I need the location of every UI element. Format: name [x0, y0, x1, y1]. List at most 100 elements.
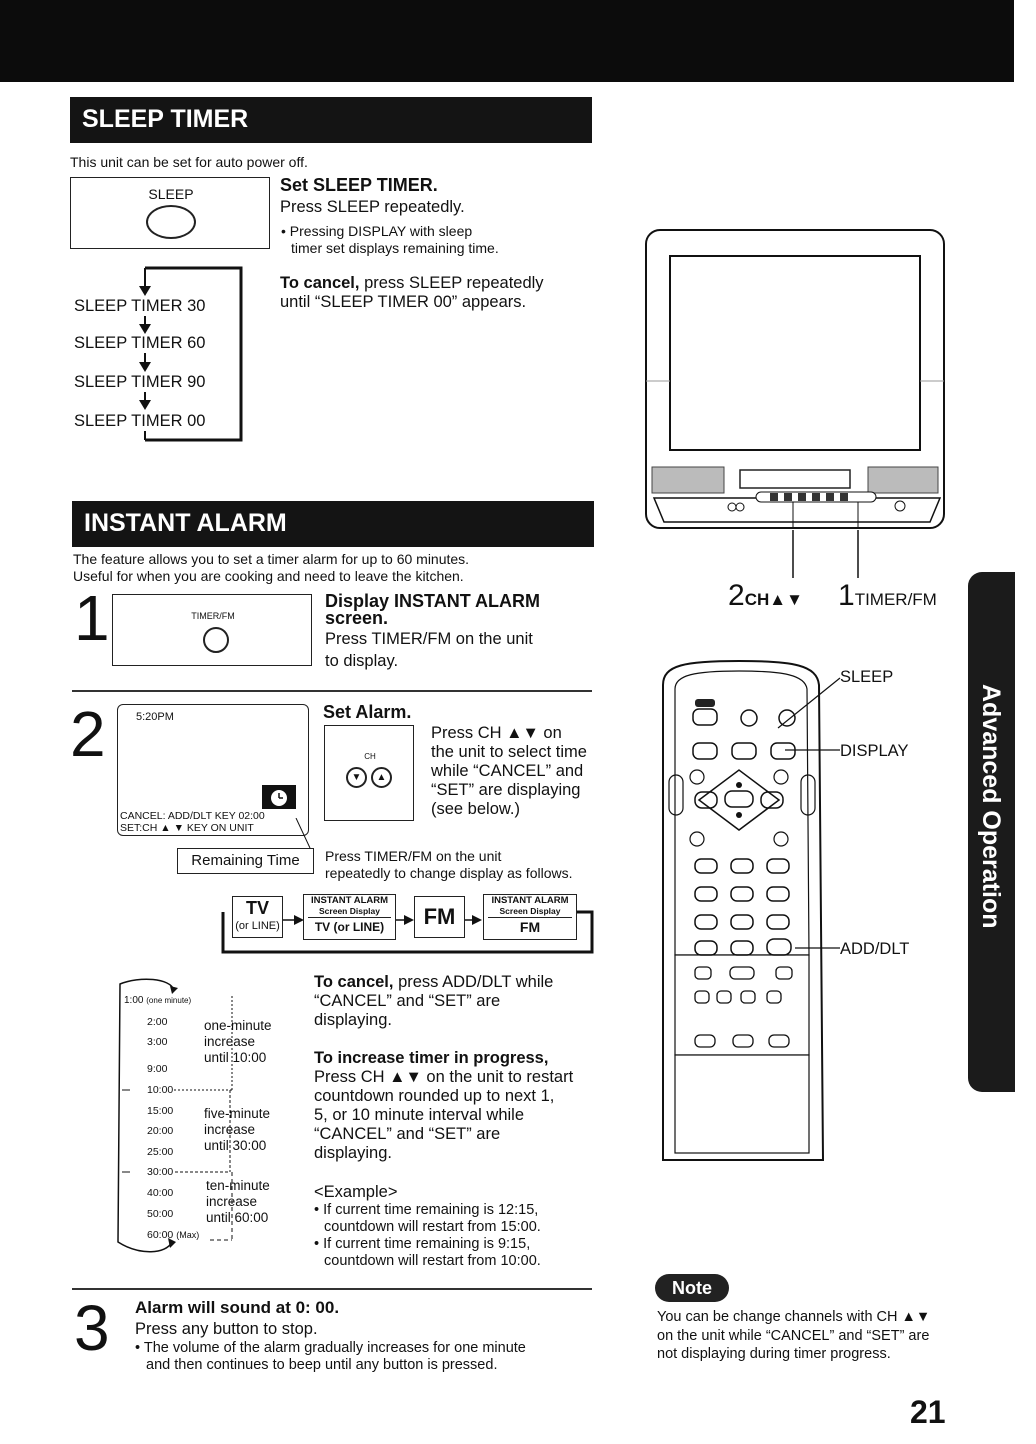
tv-label-ch-text: CH▲▼: [744, 590, 803, 609]
sleep-button[interactable]: [146, 205, 196, 239]
tv-label-timer: 1TIMER/FM: [838, 579, 937, 613]
tv-label-timer-text: TIMER/FM: [854, 590, 937, 609]
step-1-text-2: to display.: [325, 652, 399, 670]
note-line-2: on the unit while “CANCEL” and “SET” are: [657, 1327, 930, 1344]
step-1-number: 1: [74, 582, 110, 654]
tv-callout-lines: [792, 530, 859, 578]
time-60-00: 60:00 (Max): [147, 1229, 199, 1241]
alarm-cancel-bold: To cancel,: [314, 973, 394, 991]
step-3-title: Alarm will sound at 0: 00.: [135, 1298, 340, 1317]
divider-step-2: [72, 690, 592, 692]
sleep-bullet-2: timer set displays remaining time.: [291, 240, 499, 256]
increase-line-5: displaying.: [314, 1144, 392, 1162]
flow-ia-tv-1: INSTANT ALARM: [310, 895, 389, 906]
time-40-00: 40:00: [147, 1187, 174, 1199]
ch-button-panel: CH ▼ ▲: [324, 725, 414, 821]
sleep-cycle-90: SLEEP TIMER 90: [74, 373, 206, 392]
example-line-1: • If current time remaining is 12:15,: [314, 1202, 539, 1218]
step-1-title-1: Display INSTANT ALARM: [325, 591, 541, 611]
remote-control-illustration: [662, 659, 825, 1161]
timer-fm-button[interactable]: [203, 627, 229, 653]
increment-ten-minute: ten-minute increase until 60:00: [206, 1178, 270, 1226]
sleep-bullet-1: • Pressing DISPLAY with sleep: [281, 223, 473, 239]
flow-ia-tv-2: Screen Display: [319, 906, 380, 916]
alarm-intro-1: The feature allows you to set a timer al…: [73, 551, 470, 567]
page-number: 21: [910, 1394, 946, 1430]
note-line-3: not displaying during timer progress.: [657, 1346, 891, 1362]
note-badge: Note: [655, 1274, 729, 1302]
flow-tv-box: TV (or LINE): [232, 896, 283, 938]
remote-callout-lines: [777, 677, 841, 949]
display-flow-arrows: [221, 910, 594, 954]
time-50-00: 50:00: [147, 1208, 174, 1220]
remote-callout-display: DISPLAY: [840, 742, 909, 760]
tv-unit-illustration: [645, 229, 945, 529]
increase-title: To increase timer in progress,: [314, 1049, 549, 1067]
time-30-00: 30:00: [147, 1166, 174, 1178]
increase-line-2: countdown rounded up to next 1,: [314, 1087, 555, 1105]
ch-up-button[interactable]: ▲: [371, 767, 392, 788]
sleep-cycle-30: SLEEP TIMER 30: [74, 297, 206, 316]
increment-five-minute: five-minute increase until 30:00: [204, 1106, 270, 1154]
step-2-press-3: while “CANCEL” and: [431, 762, 584, 780]
inc1-line-1: one-minute: [204, 1018, 272, 1033]
timer-fm-button-label: TIMER/FM: [191, 611, 235, 621]
remaining-time-label: Remaining Time: [177, 848, 314, 874]
ch-button-label: CH: [364, 752, 376, 761]
step-2-press-4: “SET” are displaying: [431, 781, 581, 799]
timer-fm-button-panel: TIMER/FM: [112, 594, 312, 666]
alarm-screen-display: 5:20PM CANCEL: ADD/DLT KEY 02:00 SET:CH …: [117, 704, 309, 836]
side-tab-label: Advanced Operation: [977, 684, 1005, 929]
step-3-bullet-2: and then continues to beep until any but…: [146, 1357, 498, 1373]
remaining-time-pointer: [295, 818, 311, 849]
note-text: You can be change channels with CH ▲▼ on…: [657, 1308, 930, 1364]
step-3-text: Press any button to stop.: [135, 1320, 318, 1338]
increase-line-1: Press CH ▲▼ on the unit to restart: [314, 1068, 574, 1086]
time-2-00: 2:00: [147, 1016, 168, 1028]
example-title: <Example>: [314, 1183, 398, 1201]
time-20-00: 20:00: [147, 1125, 174, 1137]
tv-label-ch-num: 2: [728, 579, 745, 612]
inc1-line-2: increase: [204, 1034, 256, 1049]
flow-ia-fm-1: INSTANT ALARM: [491, 895, 569, 906]
divider-step-3: [72, 1288, 592, 1290]
time-3-00: 3:00: [147, 1036, 168, 1048]
remote-callout-sleep: SLEEP: [840, 668, 894, 686]
time-60-00-value: 60:00: [147, 1229, 174, 1241]
sleep-button-panel: SLEEP: [70, 177, 270, 249]
alarm-cancel-line-3: displaying.: [314, 1011, 392, 1029]
time-1-00: 1:00 (one minute): [124, 995, 191, 1006]
time-1-00-value: 1:00: [124, 995, 144, 1006]
time-15-00: 15:00: [147, 1105, 174, 1117]
inc5-line-1: five-minute: [204, 1106, 271, 1121]
sleep-button-label: SLEEP: [148, 186, 194, 202]
alarm-screen-line-1: CANCEL: ADD/DLT KEY 02:00: [120, 810, 265, 822]
example-line-3: • If current time remaining is 9:15,: [314, 1236, 531, 1252]
ch-down-button[interactable]: ▼: [346, 767, 367, 788]
alarm-screen-line-2: SET:CH ▲ ▼ KEY ON UNIT: [120, 822, 254, 834]
inc5-line-3: until 30:00: [204, 1138, 267, 1153]
step-3-bullet-1: • The volume of the alarm gradually incr…: [135, 1340, 526, 1356]
tv-label-ch: 2CH▲▼: [728, 579, 803, 613]
timer-fm-note-1: Press TIMER/FM on the unit: [325, 848, 502, 864]
flow-tv-label: TV: [245, 898, 269, 918]
flow-ia-tv-box: INSTANT ALARM Screen Display TV (or LINE…: [303, 894, 396, 940]
instant-alarm-heading: INSTANT ALARM: [72, 501, 594, 547]
time-increment-diagram: [117, 978, 233, 1253]
example-line-4: countdown will restart from 10:00.: [324, 1253, 541, 1269]
inc10-line-2: increase: [206, 1194, 258, 1209]
max-note: (Max): [176, 1230, 200, 1240]
timer-fm-note-2: repeatedly to change display as follows.: [325, 865, 573, 881]
step-2-number: 2: [70, 698, 106, 770]
alarm-clock-icon: [262, 785, 296, 809]
flow-ia-fm-box: INSTANT ALARM Screen Display FM: [483, 894, 577, 940]
note-line-1: You can be change channels with CH ▲▼: [657, 1309, 931, 1325]
alarm-screen-time: 5:20PM: [136, 711, 174, 723]
flow-ia-fm-2: Screen Display: [499, 906, 561, 916]
alarm-cancel-line-1: To cancel, press ADD/DLT while: [314, 973, 553, 992]
step-2-title: Set Alarm.: [323, 702, 412, 722]
sleep-intro: This unit can be set for auto power off.: [70, 154, 308, 170]
step-3-number: 3: [74, 1292, 110, 1364]
time-9-00: 9:00: [147, 1063, 168, 1075]
sleep-cancel-bold: To cancel,: [280, 274, 360, 292]
